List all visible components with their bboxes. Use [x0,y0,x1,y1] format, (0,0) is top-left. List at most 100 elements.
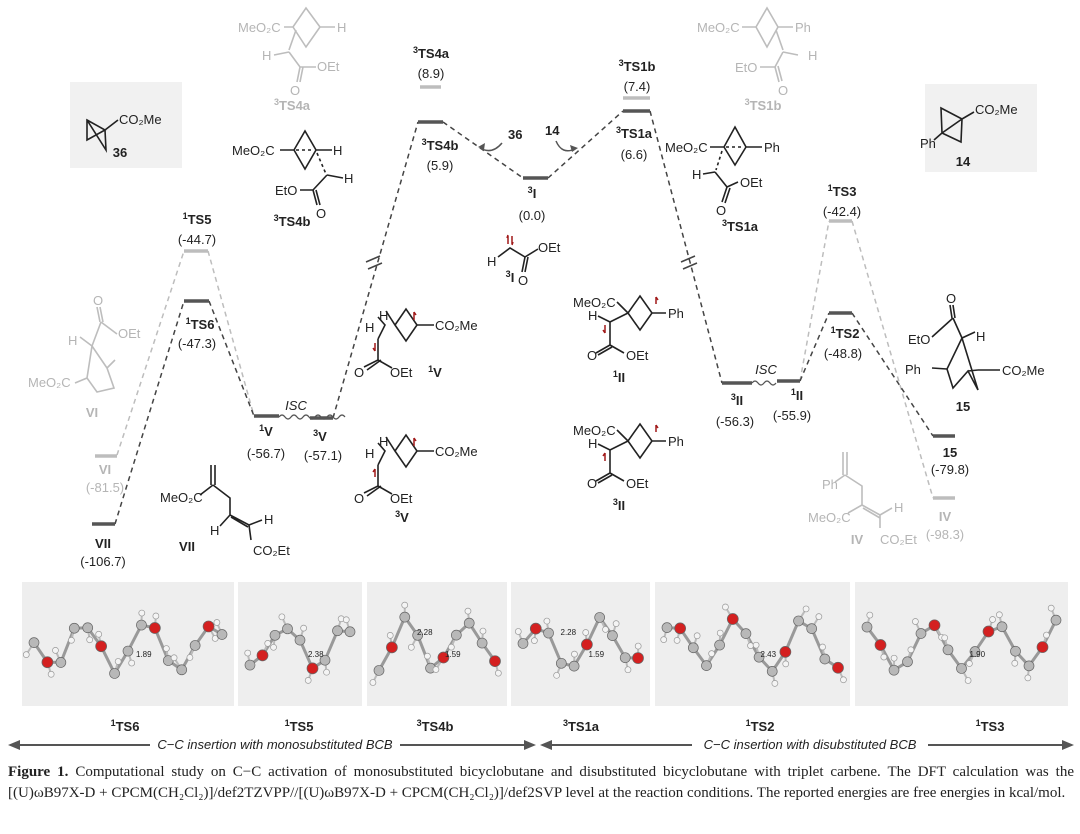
connector [799,312,830,382]
carbon-atom [189,640,201,651]
skeleton [199,465,263,541]
hydrogen-atom [278,613,286,621]
axis-break-icon [680,255,698,270]
level-label: 3I [528,185,537,201]
carbon-atom [902,656,913,668]
connector [114,300,185,525]
bond-distance-label: 2.43 [761,650,777,659]
skeleton [300,174,344,206]
level-label: 3II [731,392,743,408]
skeleton [74,306,118,393]
hydrogen-atom [407,643,415,651]
structure-TS4b: MeO₂C H H EtO O 3TS4b [232,129,353,229]
level-energy: (-56.7) [247,446,285,461]
substituent: MeO₂C [573,295,616,310]
substituent: OEt [538,240,561,255]
level-energy: (8.9) [418,66,445,81]
structure-label: 3TS1a [722,218,759,234]
level-label: VII [95,536,111,551]
carbon-atom [269,629,281,641]
reactant-box [70,82,182,168]
bicyclobutane-skeleton [933,106,975,144]
atom: H [588,308,597,323]
level-energy: (-57.1) [304,448,342,463]
oxygen-atom [632,652,644,664]
skeleton [931,304,1000,391]
carbon-atom [344,626,356,638]
hydrogen-atom [494,669,502,677]
spin-arrow-icon [372,343,376,352]
bond-distance-label: 1.89 [136,650,152,659]
hydrogen-atom [543,617,551,625]
carbon-atom [619,652,631,664]
hydrogen-atom [432,666,440,673]
geometry-label: 1TS6 [111,718,140,734]
hydrogen-atom [95,630,103,638]
level-label: 1TS6 [186,316,215,332]
skeleton [742,6,799,83]
atom: H [692,167,701,182]
connector [208,300,255,417]
geometry-label: 1TS5 [285,718,314,734]
structure-3I: H OEt O 3I [487,234,561,288]
carbon-atom [244,659,256,671]
phenyl-label: Ph [920,136,936,151]
level-TS1b: 3TS1b (7.4) [619,58,655,100]
oxygen-atom [982,625,995,638]
label-backdrop [692,737,928,753]
carbon-atom [216,629,228,640]
atom: H [264,512,273,527]
geometry-TS6: 1.89 1TS6 [22,582,234,734]
substituent: OEt [390,365,413,380]
level-label: IV [939,509,952,524]
carbon-atom [412,629,424,641]
hydrogen-atom [941,634,949,642]
carbon-atom [861,621,873,633]
level-label: VI [99,462,111,477]
connector [799,220,830,382]
level-1V: 1V (-56.7) [247,414,285,461]
carbon-atom [543,627,554,639]
panel-background [855,582,1068,706]
carbon-atom [136,619,147,631]
level-IV: IV (-98.3) [926,496,964,542]
hydrogen-atom [819,643,826,651]
bond [810,628,827,660]
structure-label: 3TS4b [274,213,311,229]
structure-VI: O OEt H MeO₂C VI [28,293,141,420]
hydrogen-atom [163,645,170,652]
hydrogen-atom [1024,674,1032,682]
phenyl-label: Ph [905,362,921,377]
atom: O [716,203,726,218]
structure-VII: MeO₂C H H CO₂Et VII [160,465,290,558]
bond-distance-label: 2.38 [308,650,324,659]
carbon-atom [819,653,831,665]
label-backdrop [150,737,400,753]
carbon-atom [942,644,954,656]
hydrogen-atom [880,653,888,661]
geometry-label: 3TS4b [417,718,454,734]
hydrogen-atom [68,636,75,644]
carbon-atom [68,622,80,634]
atom: H [894,500,903,515]
oxygen-atom [386,641,398,654]
carbon-atom [969,646,981,657]
figure-caption: Figure 1. Computational study on C−C act… [8,762,1074,804]
structure-IV: Ph MeO₂C H CO₂Et IV [808,452,917,547]
hydrogen-atom [624,666,632,674]
oxygen-atom [581,638,593,651]
hydrogen-atom [582,629,590,636]
hydrogen-atom [840,676,847,684]
carbon-atom [82,622,94,634]
structure-1V: H H CO₂Me O OEt 1V [354,307,478,380]
isc-wavy-line [751,380,777,386]
skeleton [710,125,762,167]
hydrogen-atom [602,626,609,633]
spin-arrow-icon [655,296,659,304]
carbon-atom [476,637,488,649]
level-label: 3V [313,428,327,444]
structure-label: VII [179,539,195,554]
hydrogen-atom [300,624,307,632]
